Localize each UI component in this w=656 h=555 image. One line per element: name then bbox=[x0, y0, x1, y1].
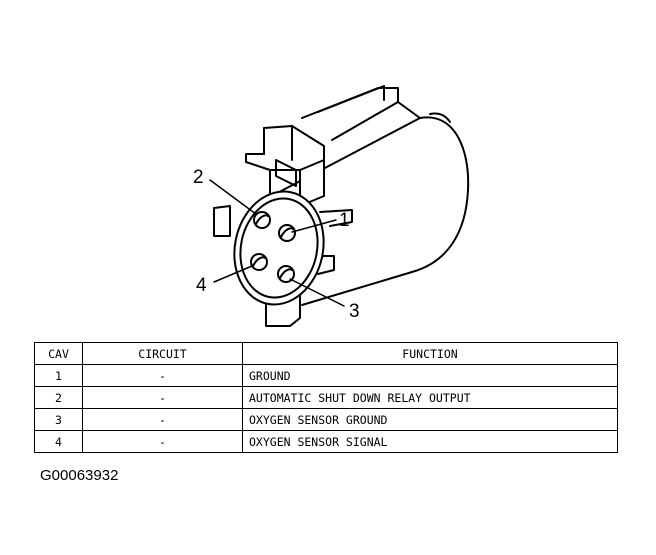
connector-diagram: 1 2 3 4 bbox=[193, 85, 470, 327]
cav-cell: 3 bbox=[34, 408, 83, 431]
circuit-cell: - bbox=[82, 408, 243, 431]
circuit-cell: - bbox=[82, 386, 243, 409]
lock-tab-inner bbox=[263, 125, 325, 197]
left-tab bbox=[213, 205, 231, 237]
circuit-cell: - bbox=[82, 430, 243, 453]
header-circuit: CIRCUIT bbox=[82, 342, 243, 365]
leader-4 bbox=[213, 265, 253, 283]
circuit-cell: - bbox=[82, 364, 243, 387]
latch-housing bbox=[301, 87, 421, 119]
cav-cell: 4 bbox=[34, 430, 83, 453]
leader-3 bbox=[289, 278, 345, 307]
table-row: 4 - OXYGEN SENSOR SIGNAL bbox=[34, 430, 618, 453]
latch-housing-inner bbox=[317, 85, 399, 141]
leader-1 bbox=[291, 219, 337, 233]
function-cell: OXYGEN SENSOR SIGNAL bbox=[242, 430, 618, 453]
cavity-4 bbox=[250, 253, 268, 271]
function-cell: GROUND bbox=[242, 364, 618, 387]
table-row: 1 - GROUND bbox=[34, 364, 618, 387]
mating-face-rim bbox=[239, 197, 319, 299]
cavity-3 bbox=[277, 265, 295, 283]
cav-cell: 1 bbox=[34, 364, 83, 387]
callout-1: 1 bbox=[339, 210, 350, 231]
cav-cell: 2 bbox=[34, 386, 83, 409]
function-cell: AUTOMATIC SHUT DOWN RELAY OUTPUT bbox=[242, 386, 618, 409]
function-cell: OXYGEN SENSOR GROUND bbox=[242, 408, 618, 431]
table-header-row: CAV CIRCUIT FUNCTION bbox=[34, 342, 618, 365]
header-cav: CAV bbox=[34, 342, 83, 365]
lock-tab-slot bbox=[275, 159, 297, 187]
pinout-table: CAV CIRCUIT FUNCTION 1 - GROUND 2 - AUTO… bbox=[34, 342, 618, 453]
cavity-1 bbox=[278, 224, 296, 242]
figure-id: G00063932 bbox=[40, 467, 119, 484]
callout-3: 3 bbox=[349, 301, 360, 322]
table-row: 2 - AUTOMATIC SHUT DOWN RELAY OUTPUT bbox=[34, 386, 618, 409]
key-notch bbox=[317, 209, 353, 275]
cavity-2 bbox=[253, 211, 271, 229]
table-row: 3 - OXYGEN SENSOR GROUND bbox=[34, 408, 618, 431]
callout-2: 2 bbox=[193, 167, 204, 188]
callout-4: 4 bbox=[196, 275, 207, 296]
header-function: FUNCTION bbox=[242, 342, 618, 365]
body-edge bbox=[429, 112, 451, 123]
leader-2 bbox=[209, 179, 257, 215]
